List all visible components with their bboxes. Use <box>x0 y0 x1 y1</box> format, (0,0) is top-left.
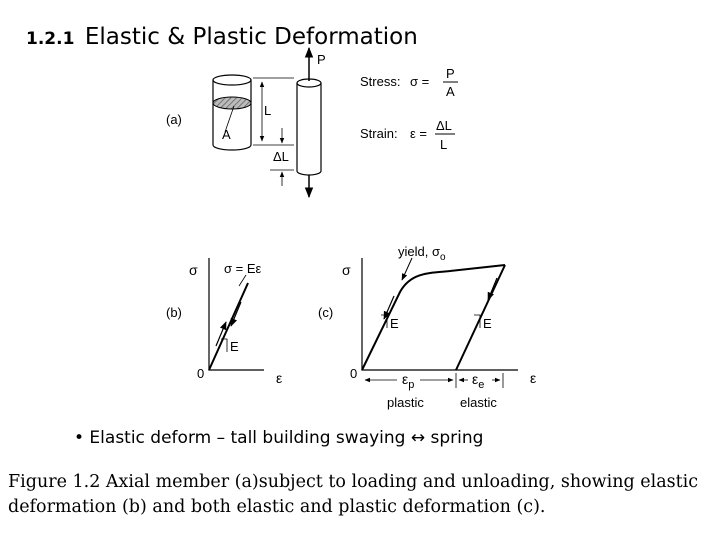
panel-label-b: (b) <box>166 305 182 320</box>
elongation-label: ΔL <box>273 149 289 164</box>
y-axis-label-b: σ <box>189 262 198 278</box>
length-label: L <box>264 103 271 118</box>
slope-label-c1: E <box>390 316 399 331</box>
strain-symbol: ε = <box>410 126 427 141</box>
stress-denominator: A <box>446 84 455 99</box>
load-label: P <box>317 52 326 67</box>
area-label: A <box>222 127 231 142</box>
elastic-strain-label: εe <box>472 371 484 391</box>
panel-label-c: (c) <box>318 305 333 320</box>
slope-triangle-c1 <box>381 314 388 328</box>
figure-b: (b) σ 0 ε σ = Eε E <box>166 258 282 386</box>
equation-leader-b <box>238 274 247 287</box>
unload-arrow-c <box>487 277 498 301</box>
elastic-line-b <box>208 282 249 371</box>
yield-leader <box>401 257 413 281</box>
panel-label-a: (a) <box>166 112 182 127</box>
long-cylinder <box>296 78 322 176</box>
stress-strain-curve-c <box>361 264 506 371</box>
x-axis-label-c: ε <box>530 370 536 386</box>
plastic-label: plastic <box>387 395 424 410</box>
plastic-strain-label: εp <box>402 371 414 391</box>
strain-dimensions <box>364 373 504 388</box>
stress-numerator: P <box>446 66 455 81</box>
figure-c: (c) σ 0 ε yield, σo E E εp εe plastic el… <box>318 244 536 410</box>
axes-c <box>361 258 518 371</box>
stress-symbol: σ = <box>410 74 429 89</box>
title-text: Elastic & Plastic Deformation <box>84 24 418 50</box>
x-axis-label-b: ε <box>276 370 282 386</box>
strain-numerator: ΔL <box>436 118 452 133</box>
origin-label-b: 0 <box>197 366 204 381</box>
yield-label: yield, σo <box>398 244 446 263</box>
short-cylinder <box>212 74 252 151</box>
figure: (a) A P L ΔL <box>166 46 536 410</box>
unload-line-c <box>455 264 506 371</box>
unload-arrow-b <box>230 301 242 327</box>
figure-caption: Figure 1.2 Axial member (a)subject to lo… <box>8 472 699 517</box>
slope-label-b: E <box>230 339 239 354</box>
y-axis-label-c: σ <box>342 262 351 278</box>
strain-denominator: L <box>440 137 447 152</box>
dimension-lines <box>253 77 294 186</box>
load-arrow-b <box>215 321 227 347</box>
elastic-label: elastic <box>460 395 497 410</box>
section-number: 1.2.1 <box>26 29 75 49</box>
equation-b: σ = Eε <box>224 261 262 276</box>
slope-triangle-c2 <box>474 314 481 328</box>
bullet-point: • Elastic deform – tall building swaying… <box>74 428 484 448</box>
stress-label: Stress: <box>360 74 400 89</box>
strain-label: Strain: <box>360 126 398 141</box>
cross-section-area <box>212 96 252 110</box>
slope-triangle-b <box>221 338 228 352</box>
origin-label-c: 0 <box>350 366 357 381</box>
figure-a: (a) A P L ΔL <box>166 46 458 199</box>
slide-title: 1.2.1 Elastic & Plastic Deformation <box>26 24 418 50</box>
slope-label-c2: E <box>483 316 492 331</box>
area-leader <box>224 105 235 133</box>
